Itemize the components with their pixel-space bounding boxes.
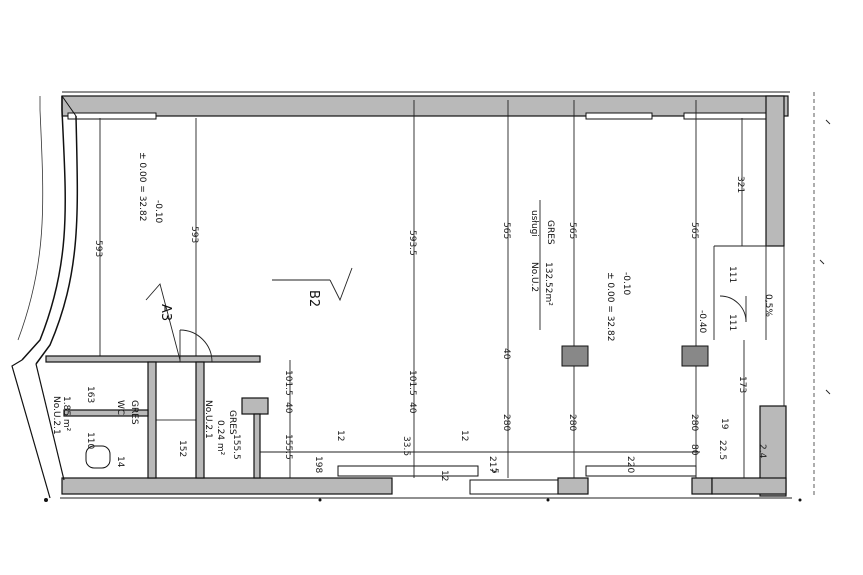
svg-text:40: 40 [407, 402, 417, 414]
svg-text:± 0.00 = 32.82: ± 0.00 = 32.82 [605, 272, 615, 341]
dimension-labels: 593 593 593.5 565 565 565 321 101.5 101.… [85, 176, 767, 481]
svg-text:593.5: 593.5 [407, 230, 417, 256]
svg-text:280: 280 [689, 414, 699, 431]
svg-text:198: 198 [313, 456, 323, 473]
drawing-marks [44, 92, 831, 502]
svg-text:110: 110 [85, 432, 95, 449]
svg-text:101.5: 101.5 [407, 370, 417, 396]
svg-text:565: 565 [567, 222, 577, 239]
wall-bottom [60, 465, 792, 499]
svg-text:565: 565 [689, 222, 699, 239]
svg-text:321: 321 [735, 176, 745, 193]
svg-text:-0.40: -0.40 [697, 310, 707, 334]
wall-top [61, 91, 790, 120]
wall-left-curved [11, 95, 79, 499]
svg-text:593: 593 [93, 240, 103, 257]
svg-text:B2: B2 [306, 290, 321, 307]
svg-text:12: 12 [439, 470, 449, 481]
svg-text:No.U.2.1: No.U.2.1 [203, 400, 213, 439]
room-label-main: usługi GRES No.U.2 132.52m² ± 0.00 = 32.… [529, 200, 631, 341]
wc-labels: No.U.2.1 1.85 m² WC GRES No.U.2.1 0.24 m… [51, 396, 237, 456]
svg-text:280: 280 [501, 414, 511, 431]
svg-text:111: 111 [727, 314, 737, 331]
svg-text:155.5: 155.5 [231, 434, 241, 460]
svg-text:-0.10: -0.10 [153, 200, 163, 224]
svg-text:220: 220 [625, 456, 635, 473]
svg-text:217: 217 [487, 456, 497, 473]
svg-text:14: 14 [115, 456, 125, 468]
svg-text:WC: WC [115, 400, 125, 415]
svg-text:163: 163 [85, 386, 95, 403]
svg-text:33.5: 33.5 [401, 436, 411, 456]
svg-text:152: 152 [177, 440, 187, 457]
wc-partitions [45, 355, 269, 479]
door-swings [179, 295, 747, 363]
svg-text:-0.10: -0.10 [621, 272, 631, 296]
svg-text:1.85 m²: 1.85 m² [61, 396, 71, 432]
svg-text:GRES: GRES [545, 220, 555, 245]
svg-text:40: 40 [283, 402, 293, 414]
room-label-left: ± 0.00 = 32.82 -0.10 [137, 152, 163, 224]
svg-text:12: 12 [459, 430, 469, 441]
svg-text:155.5: 155.5 [283, 434, 293, 460]
svg-text:111: 111 [727, 266, 737, 283]
svg-text:22.5: 22.5 [717, 440, 727, 460]
svg-text:± 0.00 = 32.82: ± 0.00 = 32.82 [137, 152, 147, 221]
wall-right [713, 95, 787, 497]
svg-text:12: 12 [335, 430, 345, 441]
svg-text:GRES: GRES [227, 410, 237, 435]
svg-text:A3: A3 [158, 304, 173, 321]
svg-text:80: 80 [689, 444, 699, 456]
svg-text:No.U.2: No.U.2 [529, 262, 539, 292]
svg-text:No.U.2.1: No.U.2.1 [51, 396, 61, 435]
svg-text:0.24 m²: 0.24 m² [215, 420, 225, 456]
svg-text:2.4: 2.4 [757, 444, 767, 459]
svg-text:101.5: 101.5 [283, 370, 293, 396]
svg-text:usługi: usługi [529, 210, 539, 237]
svg-text:280: 280 [567, 414, 577, 431]
section-mark-b2: B2 [272, 267, 353, 307]
section-mark-a3: A3 [145, 283, 181, 361]
svg-text:GRES: GRES [129, 400, 139, 425]
svg-text:593: 593 [189, 226, 199, 243]
svg-text:5: 5 [489, 468, 499, 474]
svg-text:565: 565 [501, 222, 511, 239]
svg-text:19: 19 [719, 418, 729, 430]
svg-text:40: 40 [501, 348, 511, 360]
svg-text:173: 173 [737, 376, 747, 393]
column-right [681, 345, 709, 367]
room-label-right: -0.40 0,5% [697, 294, 773, 334]
svg-text:132.52m²: 132.52m² [543, 262, 553, 306]
svg-text:0,5%: 0,5% [763, 294, 773, 317]
column-center [561, 345, 589, 367]
dimension-lines [99, 100, 745, 478]
